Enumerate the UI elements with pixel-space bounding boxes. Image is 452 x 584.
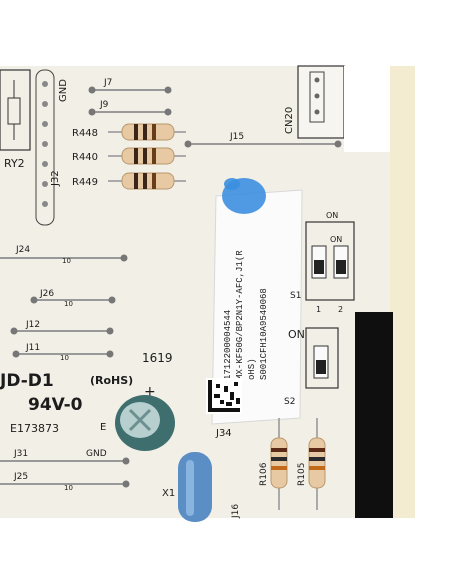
label-line-2: MX-KF50G/BP2N1Y-AFC,J1(R xyxy=(235,250,245,380)
j12-label: J12 xyxy=(25,320,40,330)
jumper-j31: J31 GND xyxy=(0,449,130,465)
jd-d1-marking: JD-D1 xyxy=(0,371,54,391)
x1-label: X1 xyxy=(162,488,175,499)
label-line-1: 1712200004544 xyxy=(223,310,233,380)
j25-label: J25 xyxy=(13,472,28,482)
s2-label: S2 xyxy=(284,397,295,407)
jumper-j12: J12 xyxy=(10,320,114,335)
rohs-marking: (RoHS) xyxy=(90,374,133,387)
j15-label: J15 xyxy=(229,132,244,142)
dip-switch-s1: ON ON 1 2 S1 xyxy=(290,211,355,314)
datamatrix-code xyxy=(206,378,242,414)
r440-label: R440 xyxy=(72,152,98,163)
v0-marking: 94V-0 xyxy=(28,395,83,415)
j34-label: J34 xyxy=(215,428,232,439)
ul-file-number: E173873 xyxy=(10,422,59,435)
resistor-r449: R449 xyxy=(72,172,186,190)
jumper-j11: J11 10 xyxy=(12,343,114,362)
resistor-r105: R105 xyxy=(297,418,326,510)
resistor-r448: R448 xyxy=(72,123,186,141)
crystal-x1: X1 xyxy=(162,452,212,522)
capacitor-e-label: E xyxy=(100,422,106,433)
board-edge xyxy=(390,66,415,518)
jumper-j25: J25 10 xyxy=(0,472,130,492)
jumper-j26: J26 10 xyxy=(30,289,116,308)
gnd-top-label: GND xyxy=(58,79,69,102)
cn20-label: CN20 xyxy=(284,107,295,134)
j26-label: J26 xyxy=(39,289,54,299)
label-line-3: oHS) xyxy=(247,358,257,380)
jumper-j9: J9 xyxy=(88,100,172,116)
capacitor-plus-label: + xyxy=(144,384,156,400)
r448-label: R448 xyxy=(72,128,98,139)
resistor-r106: R106 xyxy=(259,418,288,510)
resistor-r440: R440 xyxy=(72,147,186,165)
relay-ry2: RY2 xyxy=(0,69,31,170)
capacitor-e: + E xyxy=(100,384,175,451)
switch-s2: ON S2 xyxy=(284,327,339,407)
black-strip xyxy=(355,312,393,518)
ten-c-label: 10 xyxy=(60,354,69,362)
board-number-1619: 1619 xyxy=(142,351,173,365)
connector-column-left xyxy=(35,69,55,226)
jumper-j15: J15 xyxy=(184,132,342,148)
ry2-label: RY2 xyxy=(4,157,25,170)
s1-on-outer-label: ON xyxy=(326,211,338,220)
s2-on-label: ON xyxy=(288,328,305,341)
j31-label: J31 xyxy=(13,449,28,459)
j32-label: J32 xyxy=(50,170,61,187)
r449-label: R449 xyxy=(72,177,98,188)
ten-d-label: 10 xyxy=(64,484,73,492)
s1-label: S1 xyxy=(290,291,301,301)
j24-label: J24 xyxy=(15,245,30,255)
gnd-bottom-label: GND xyxy=(86,449,107,459)
j7-label: J7 xyxy=(103,78,112,88)
r105-label: R105 xyxy=(297,463,307,486)
jumper-j24: J24 10 xyxy=(0,245,128,265)
ten-b-label: 10 xyxy=(64,300,73,308)
r106-label: R106 xyxy=(259,462,269,486)
j9-label: J9 xyxy=(99,100,109,110)
jumper-j7: J7 xyxy=(88,78,172,94)
s1-pos-2-label: 2 xyxy=(338,305,343,314)
s1-pos-1-label: 1 xyxy=(316,305,321,314)
s1-on-inner-label: ON xyxy=(330,235,342,244)
label-line-4: S001CFH10A9540068 xyxy=(259,288,269,380)
j11-label: J11 xyxy=(25,343,40,353)
connector-cn20: CN20 xyxy=(284,65,390,152)
j16-label: J16 xyxy=(231,504,241,519)
ten-a-label: 10 xyxy=(62,257,71,265)
barcode-label: 1712200004544 MX-KF50G/BP2N1Y-AFC,J1(R o… xyxy=(206,178,303,439)
